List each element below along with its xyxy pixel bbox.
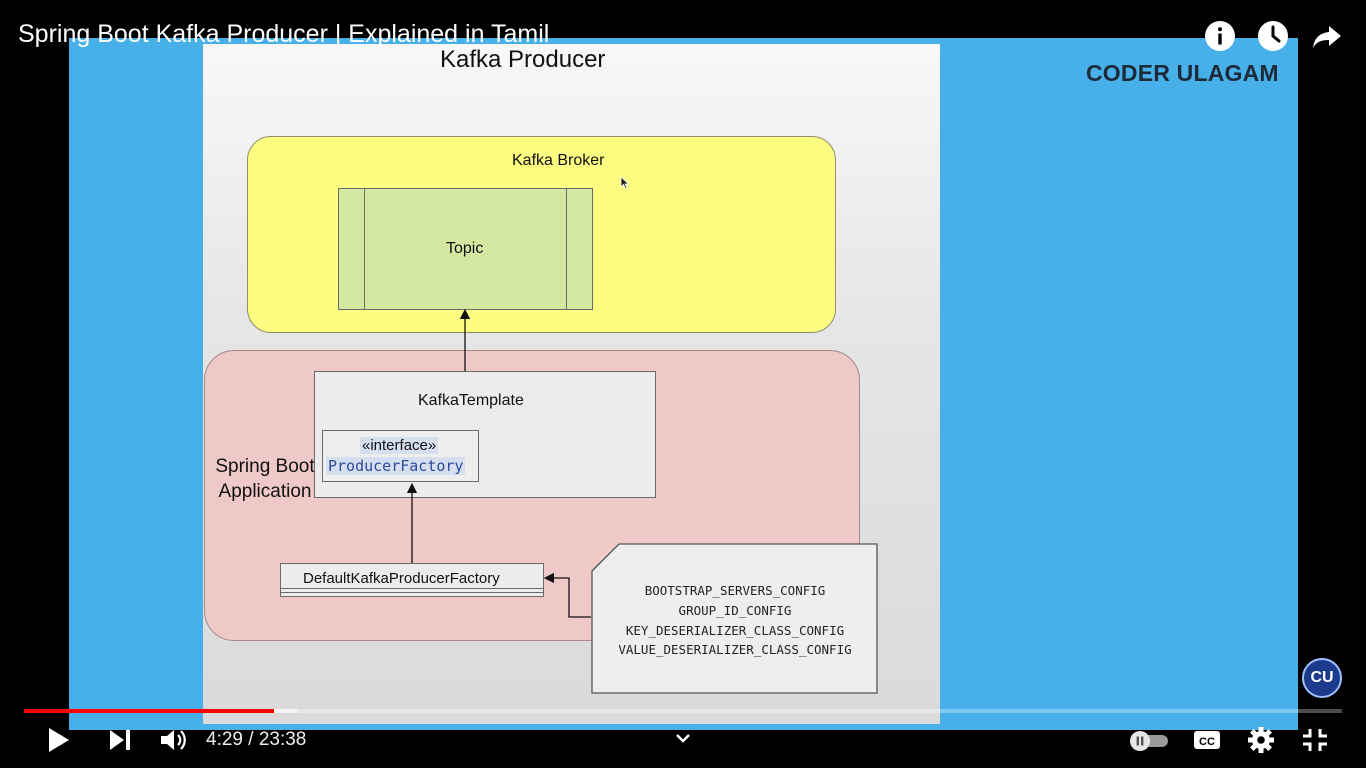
topic-label: Topic: [446, 240, 484, 257]
config-to-factory-arrow: [543, 572, 591, 618]
config-list: BOOTSTRAP_SERVERS_CONFIG GROUP_ID_CONFIG…: [596, 581, 874, 660]
duration: 23:38: [258, 729, 307, 750]
topic-left-divider: [364, 189, 365, 309]
config-line: BOOTSTRAP_SERVERS_CONFIG: [644, 583, 826, 598]
settings-icon[interactable]: [1246, 724, 1276, 756]
config-line: VALUE_DESERIALIZER_CLASS_CONFIG: [618, 642, 852, 658]
chapters-chevron-icon[interactable]: [672, 727, 694, 749]
channel-watermark-text: CODER ULAGAM: [1086, 60, 1279, 86]
progress-bar[interactable]: [24, 709, 1342, 713]
share-icon[interactable]: [1311, 20, 1343, 52]
volume-icon[interactable]: [158, 724, 188, 756]
time-separator: /: [242, 729, 259, 750]
kafka-broker-label: Kafka Broker: [512, 152, 605, 169]
config-line: GROUP_ID_CONFIG: [678, 602, 792, 618]
captions-icon[interactable]: CC: [1192, 724, 1222, 756]
config-line: KEY_DESERIALIZER_CLASS_CONFIG: [625, 622, 845, 638]
slide-title: Kafka Producer: [440, 46, 606, 73]
svg-text:CC: CC: [1199, 736, 1215, 748]
video-title[interactable]: Spring Boot Kafka Producer | Explained i…: [18, 20, 550, 48]
config-note-box: [591, 543, 878, 694]
play-icon[interactable]: [44, 724, 72, 756]
default-factory-divider: [281, 588, 543, 589]
time-display: 4:29 / 23:38: [206, 729, 306, 751]
next-icon[interactable]: [106, 724, 134, 756]
interface-stereotype: «interface»: [360, 437, 439, 454]
coder-ulagam-logo-icon: CU: [1302, 658, 1342, 698]
default-factory-box: [280, 563, 544, 597]
exit-fullscreen-icon[interactable]: [1300, 724, 1330, 756]
mouse-cursor-icon: [620, 176, 630, 190]
info-icon[interactable]: [1204, 20, 1236, 52]
spring-boot-app-label: Spring Boot Application: [215, 456, 315, 502]
progress-played: [24, 709, 274, 713]
watch-later-icon[interactable]: [1257, 20, 1289, 52]
current-time: 4:29: [206, 729, 243, 750]
default-factory-divider: [281, 592, 543, 593]
topic-right-divider: [566, 189, 567, 309]
autoplay-toggle-icon[interactable]: [1128, 724, 1172, 756]
default-factory-label: DefaultKafkaProducerFactory: [303, 570, 500, 587]
kafka-template-label: KafkaTemplate: [418, 392, 524, 409]
interface-name: ProducerFactory: [326, 457, 466, 475]
